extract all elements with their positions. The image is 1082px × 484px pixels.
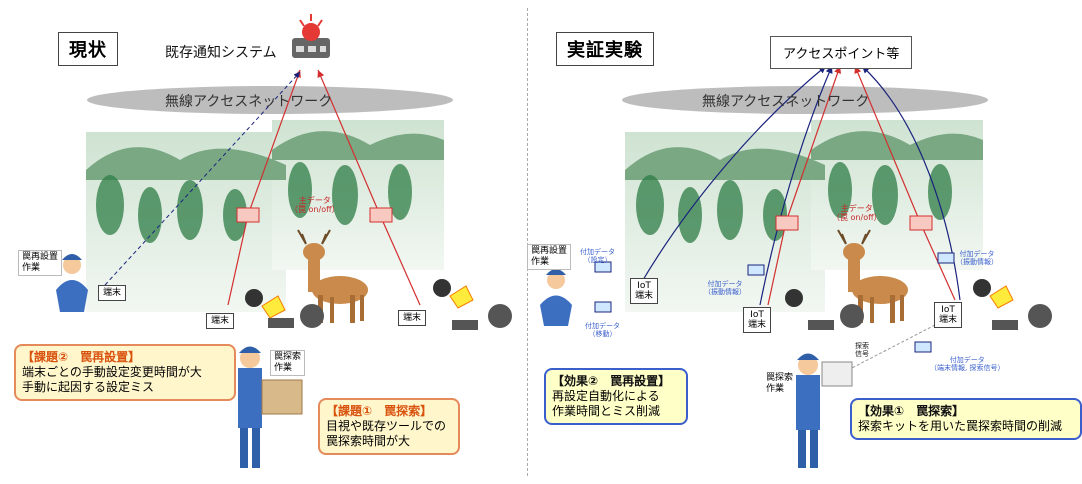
right-search-signal-line [847, 324, 936, 371]
left-main-data-label: 主データ（罠 on/off） [290, 196, 340, 214]
trap-devices [245, 279, 1052, 330]
worker-right-search [796, 353, 853, 468]
worker-left-search [238, 346, 303, 468]
left-main-data-lines [227, 69, 421, 306]
left-terminal-2: 端末 [206, 313, 235, 329]
left-terminal-3: 端末 [398, 310, 427, 326]
worker-right-reinstall [540, 269, 572, 326]
issue-1-box: 【課題① 罠探索】 目視や既存ツールでの 罠探索時間が大 [318, 398, 460, 455]
left-network-ellipse [87, 86, 453, 114]
right-title: 実証実験 [556, 32, 654, 66]
section-divider [527, 8, 528, 476]
right-main-data-label: 主データ（罠 on/off） [832, 204, 882, 222]
worker-left-reinstall [56, 254, 88, 312]
additional-data-terminal-label: 付加データ（端末情報, 探索信号） [930, 356, 1005, 372]
left-search-work-label: 罠探索作業 [270, 350, 306, 376]
additional-data-move-label: 付加データ（移動） [585, 322, 620, 338]
left-reinstall-work-label: 罠再設置作業 [18, 250, 63, 276]
deer-left-illustration [297, 229, 368, 323]
data-packet-boxes [236, 207, 955, 353]
alarm-system-icon [292, 14, 330, 58]
right-search-work-label: 罠探索作業 [766, 373, 794, 394]
additional-data-vibration-label-2: 付加データ（振動情報） [956, 250, 998, 266]
additional-data-setting-label: 付加データ（設定） [580, 248, 615, 264]
right-reinstall-work-label: 罠再設置作業 [527, 244, 572, 270]
additional-data-vibration-label-1: 付加データ（振動情報） [704, 280, 746, 296]
effect-1-box: 【効果① 罠探索】 探索キットを用いた罠探索時間の削減 [850, 398, 1082, 440]
left-network-label: 無線アクセスネットワーク [165, 94, 333, 110]
access-point-box: アクセスポイント等 [770, 36, 913, 69]
left-forest-illustration [86, 120, 444, 312]
left-dashed-line [104, 71, 301, 286]
right-forest-illustration [625, 120, 983, 312]
search-signal-label: 探索信号 [855, 342, 869, 358]
left-terminal-1: 端末 [98, 285, 127, 301]
existing-system-label: 既存通知システム [165, 45, 277, 61]
issue-2-box: 【課題② 罠再設置】 端末ごとの手動設定変更時間が大 手動に起因する設定ミス [14, 344, 236, 401]
right-additional-data-lines [639, 65, 961, 306]
left-title: 現状 [58, 32, 118, 66]
effect-2-box: 【効果② 罠再設置】 再設定自動化による 作業時間とミス削減 [544, 368, 688, 425]
right-network-label: 無線アクセスネットワーク [702, 94, 870, 110]
